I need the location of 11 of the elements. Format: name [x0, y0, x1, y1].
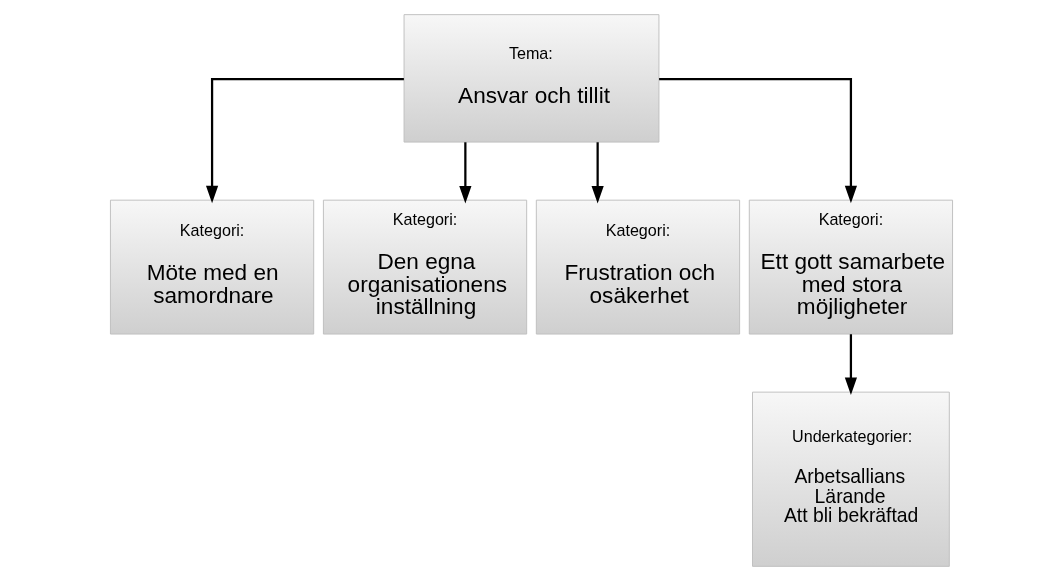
node-box: Kategori: Ett gott samarbete med stora möjligheter	[748, 199, 954, 335]
node-box: Tema: Ansvar och tillit	[403, 14, 660, 143]
node-box: Kategori: Möte med en samordnare	[109, 199, 315, 335]
node-box: Kategori: Frustration och osäkerhet	[535, 199, 741, 335]
arrow	[205, 78, 404, 204]
node-box: Underkategorier: Arbetsallians Lärande Att bli bekräftad	[752, 391, 950, 567]
arrow	[459, 142, 472, 204]
node-box: Kategori: Den egna organisationens inställning	[322, 199, 528, 335]
arrow	[591, 142, 604, 204]
arrow	[844, 334, 858, 395]
arrow	[659, 78, 858, 204]
